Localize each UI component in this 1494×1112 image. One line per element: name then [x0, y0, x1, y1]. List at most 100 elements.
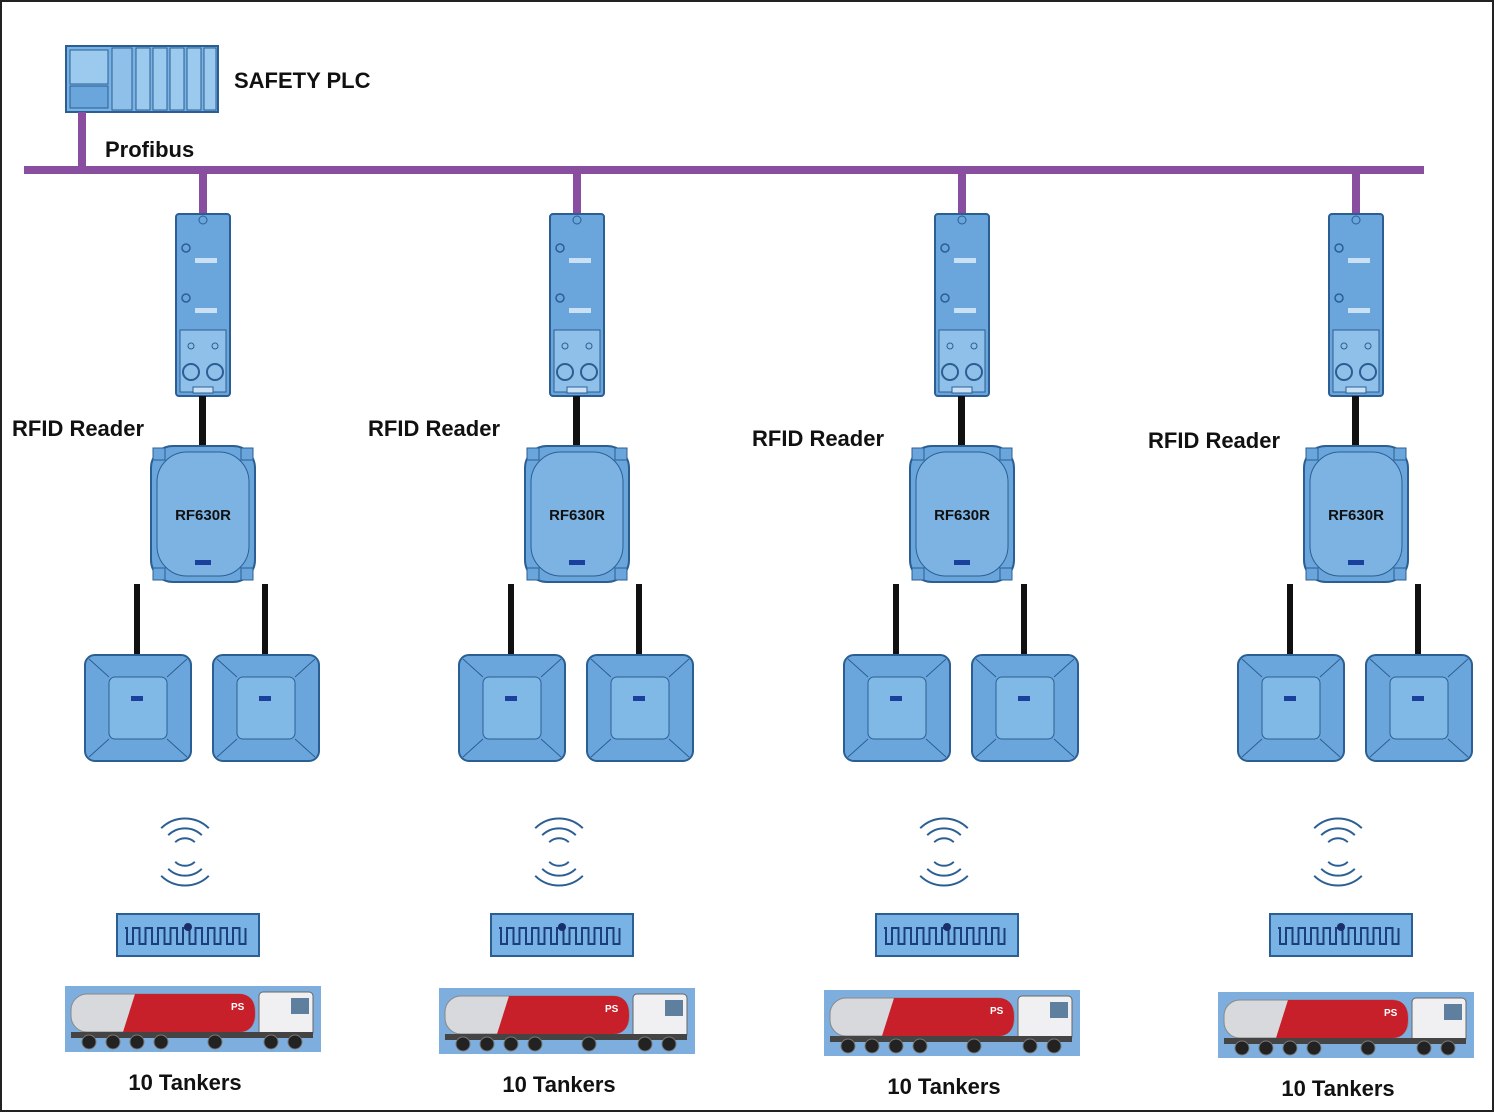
- truck-wheel: [527, 1036, 543, 1052]
- truck-chassis: [445, 1034, 687, 1040]
- truck-wheel: [966, 1038, 982, 1054]
- reader-model-label: RF630R: [175, 507, 231, 524]
- truck-wheel: [661, 1036, 677, 1052]
- reader-indicator: [1348, 560, 1364, 565]
- rf630r-reader-icon: [150, 445, 256, 583]
- truck-windshield: [1050, 1002, 1068, 1018]
- truck-wheel: [81, 1034, 97, 1050]
- profibus-label: Profibus: [105, 137, 194, 162]
- antenna-cable: [262, 584, 268, 658]
- bus-drop: [1352, 172, 1360, 216]
- radio-waves-icon: [160, 817, 210, 887]
- antenna-indicator: [890, 696, 902, 701]
- radio-waves-icon: [1313, 817, 1363, 887]
- tankers-label: 10 Tankers: [1281, 1076, 1394, 1101]
- truck-wheel: [503, 1036, 519, 1052]
- antenna-indicator: [633, 696, 645, 701]
- truck-windshield: [665, 1000, 683, 1016]
- rfid-reader-label: RFID Reader: [752, 426, 884, 451]
- reader-cable: [199, 396, 206, 446]
- rf630r-reader-icon: [1303, 445, 1409, 583]
- antenna-indicator: [1412, 696, 1424, 701]
- truck-wheel: [263, 1034, 279, 1050]
- reader-indicator: [954, 560, 970, 565]
- antenna-indicator: [505, 696, 517, 701]
- antenna-cable: [1287, 584, 1293, 658]
- tanker-truck-image: PS: [65, 986, 321, 1052]
- truck-wheel: [1022, 1038, 1038, 1054]
- communication-module-icon: [934, 213, 990, 397]
- antenna-cable: [893, 584, 899, 658]
- rf-antenna-icon: [843, 654, 951, 762]
- antenna-cable: [1415, 584, 1421, 658]
- truck-wheel: [105, 1034, 121, 1050]
- truck-wheel: [1416, 1040, 1432, 1056]
- truck-windshield: [1444, 1004, 1462, 1020]
- antenna-indicator: [1284, 696, 1296, 701]
- rfid-tag-icon: [1269, 913, 1413, 957]
- rf630r-reader-icon: [909, 445, 1015, 583]
- truck-chassis: [1224, 1038, 1466, 1044]
- antenna-cable: [1021, 584, 1027, 658]
- truck-wheel: [888, 1038, 904, 1054]
- tanker-tank-text: PS: [990, 1006, 1004, 1017]
- radio-waves-icon: [534, 817, 584, 887]
- profibus-line: [24, 166, 1424, 174]
- truck-wheel: [840, 1038, 856, 1054]
- rfid-reader-label: RFID Reader: [12, 416, 144, 441]
- rf630r-reader-icon: [524, 445, 630, 583]
- rf-antenna-icon: [586, 654, 694, 762]
- reader-model-label: RF630R: [934, 507, 990, 524]
- truck-wheel: [479, 1036, 495, 1052]
- bus-drop: [958, 172, 966, 216]
- rfid-reader-label: RFID Reader: [1148, 428, 1280, 453]
- rf-antenna-icon: [971, 654, 1079, 762]
- truck-wheel: [287, 1034, 303, 1050]
- plc-label: SAFETY PLC: [234, 68, 371, 93]
- antenna-cable: [636, 584, 642, 658]
- truck-wheel: [1306, 1040, 1322, 1056]
- truck-wheel: [1234, 1040, 1250, 1056]
- antenna-indicator: [131, 696, 143, 701]
- safety-plc-icon: [65, 45, 219, 113]
- truck-chassis: [71, 1032, 313, 1038]
- rfid-reader-label: RFID Reader: [368, 416, 500, 441]
- rf-antenna-icon: [458, 654, 566, 762]
- rf-antenna-icon: [212, 654, 320, 762]
- plc-bus-drop: [78, 112, 86, 172]
- rf-antenna-icon: [1365, 654, 1473, 762]
- tanker-tank-text: PS: [231, 1002, 245, 1013]
- truck-wheel: [581, 1036, 597, 1052]
- truck-wheel: [1360, 1040, 1376, 1056]
- antenna-indicator: [259, 696, 271, 701]
- antenna-indicator: [1018, 696, 1030, 701]
- reader-indicator: [195, 560, 211, 565]
- truck-wheel: [129, 1034, 145, 1050]
- reader-indicator: [569, 560, 585, 565]
- radio-waves-icon: [919, 817, 969, 887]
- truck-wheel: [864, 1038, 880, 1054]
- reader-model-label: RF630R: [1328, 507, 1384, 524]
- truck-wheel: [1258, 1040, 1274, 1056]
- reader-cable: [958, 396, 965, 446]
- antenna-cable: [508, 584, 514, 658]
- rf-antenna-icon: [84, 654, 192, 762]
- truck-wheel: [1046, 1038, 1062, 1054]
- rfid-tag-icon: [490, 913, 634, 957]
- truck-chassis: [830, 1036, 1072, 1042]
- tanker-tank-text: PS: [1384, 1008, 1398, 1019]
- communication-module-icon: [175, 213, 231, 397]
- truck-wheel: [637, 1036, 653, 1052]
- communication-module-icon: [1328, 213, 1384, 397]
- truck-wheel: [912, 1038, 928, 1054]
- tankers-label: 10 Tankers: [502, 1072, 615, 1097]
- bus-drop: [573, 172, 581, 216]
- truck-wheel: [1282, 1040, 1298, 1056]
- bus-drop: [199, 172, 207, 216]
- truck-wheel: [153, 1034, 169, 1050]
- tanker-truck-image: PS: [1218, 992, 1474, 1058]
